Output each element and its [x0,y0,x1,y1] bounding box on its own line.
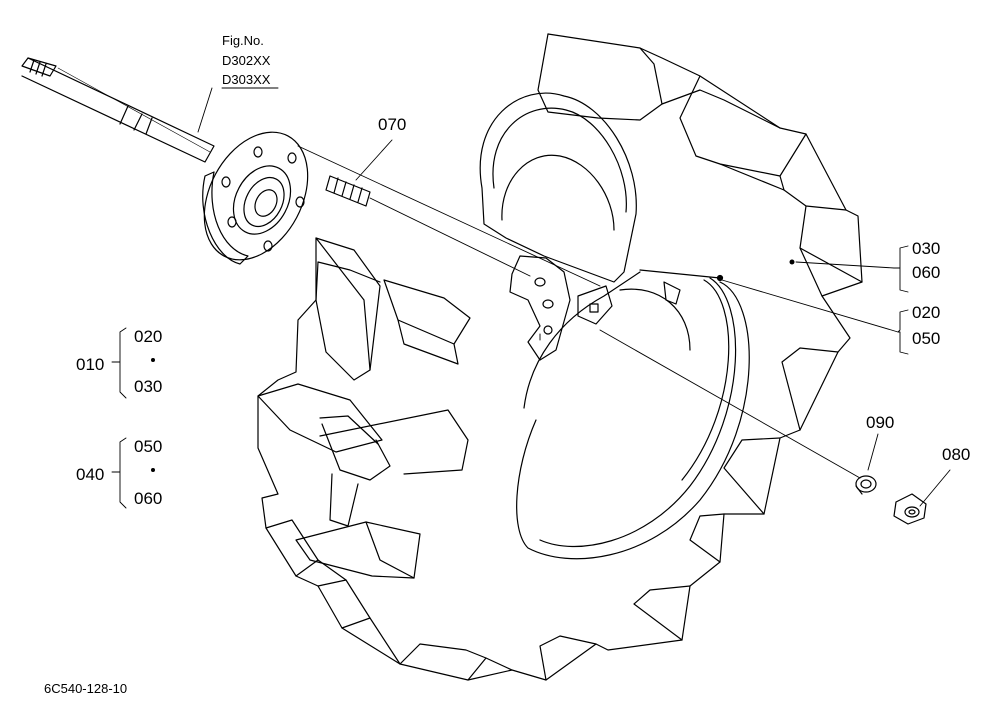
leader-lines [111,87,951,509]
center-disc [509,255,681,361]
hub-flange [202,131,309,265]
callout-090: 090 [866,413,895,432]
group-040-separator-dot [151,468,155,472]
callout-060: 060 [912,263,941,282]
drawing-code: 6C540-128-10 [44,681,128,696]
group-040-member-2: 060 [134,489,163,508]
group-010-separator-dot [151,358,155,362]
fig-code-2: D303XX [222,72,271,87]
callout-050: 050 [912,329,941,348]
fig-no-label: Fig.No. [222,33,264,48]
group-010-member-2: 030 [134,377,163,396]
hex-nut [893,493,927,525]
group-010-id: 010 [76,355,105,374]
stud-bolt [325,175,371,207]
spring-washer [855,475,877,495]
group-040-member-1: 050 [134,437,163,456]
wheel-rim [479,92,750,560]
group-040-id: 040 [76,465,105,484]
group-010-member-1: 020 [134,327,163,346]
axle-shaft [21,57,215,163]
tread-lugs [257,237,471,579]
callout-080: 080 [942,445,971,464]
callout-030: 030 [912,239,941,258]
callout-020: 020 [912,303,941,322]
fig-code-1: D302XX [222,53,271,68]
tire [257,33,863,681]
callout-070: 070 [378,115,407,134]
